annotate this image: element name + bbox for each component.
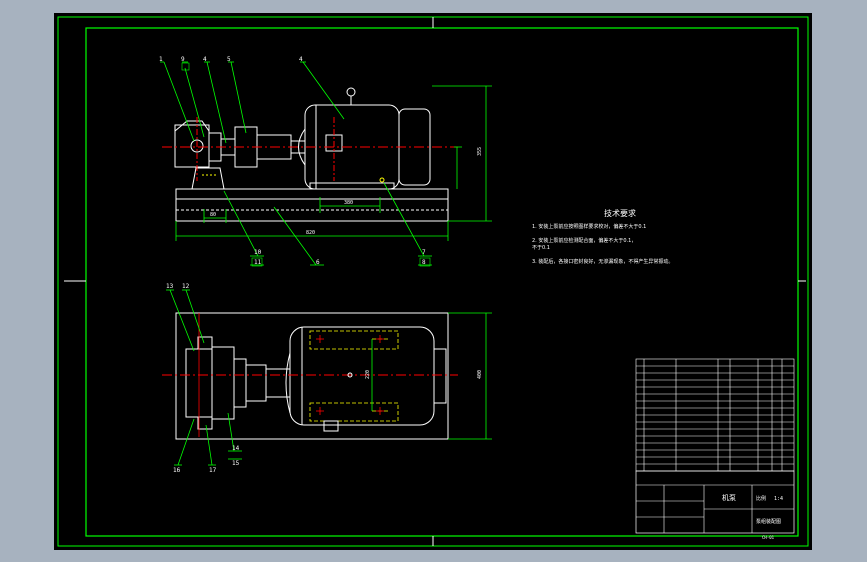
technical-requirements: 技术要求 1. 安装上泵前应按照图样要求校对，偏差不大于0.1 2. 安装上泵前…: [532, 208, 673, 265]
balloon-low-3: 6: [316, 259, 320, 266]
balloon-top-1: 1: [159, 56, 163, 63]
plan-view: 400 220 13 12 16 17 14 15: [162, 283, 492, 474]
title-sheet: 1:4: [774, 496, 783, 502]
tech-line-1: 1. 安装上泵前应按照图样要求校对，偏差不大于0.1: [532, 223, 646, 230]
tech-line-3: 不于0.1: [532, 245, 550, 251]
plan-dimensions: [371, 312, 492, 440]
centering-marks: [64, 17, 806, 546]
dim-bottom-mid: 380: [344, 200, 353, 206]
balloon-low-4: 7: [422, 249, 426, 256]
balloon-low-5: 8: [422, 259, 426, 266]
plan-base: [175, 312, 449, 440]
balloon-top-5: 4: [299, 56, 303, 63]
leaders-top: [160, 61, 345, 144]
title-sub: 比例: [756, 495, 766, 502]
balloon-low-1: 10: [254, 249, 262, 256]
pump-bracket: [191, 167, 225, 190]
tech-line-4: 3. 装配后，各接口密封良好，无渗漏现象，不得产生异常振动。: [532, 258, 673, 265]
balloon-plan-4: 17: [209, 467, 217, 474]
balloon-plan-3: 16: [173, 467, 181, 474]
drawing-sheet: 355 80 380 820 1 9 4 5 4 10 11 6 7: [54, 13, 812, 550]
leaders-bottom: [223, 182, 432, 266]
balloon-plan-6: 15: [232, 460, 240, 467]
bolt-marks: [198, 313, 384, 437]
balloon-top-3: 4: [203, 56, 207, 63]
dim-height-right: 355: [477, 147, 483, 156]
pump-body: [174, 124, 210, 168]
elevation-dimensions: [175, 85, 492, 241]
title-code: CH-01: [762, 535, 775, 540]
balloon-plan-5: 14: [232, 445, 240, 452]
plan-motor: [289, 326, 435, 426]
parts-list: [635, 358, 795, 472]
plan-leaders: [166, 289, 242, 466]
balloon-plan-1: 13: [166, 283, 174, 290]
balloon-top-4: 5: [227, 56, 231, 63]
plan-hidden-lines: [309, 330, 399, 422]
tech-title: 技术要求: [604, 208, 636, 218]
balloon-top-2: 9: [181, 56, 185, 63]
outer-border: [57, 16, 809, 547]
balloon-low-2: 11: [254, 259, 262, 266]
lifting-eye: [346, 87, 356, 97]
dim-bottom-left: 80: [210, 212, 216, 218]
dim-overall: 820: [306, 230, 315, 236]
title-main: 机泵: [722, 493, 736, 502]
cad-drawing: 355 80 380 820 1 9 4 5 4 10 11 6 7: [57, 16, 809, 547]
inner-border: [85, 27, 799, 537]
dim-plan-right: 400: [477, 370, 483, 379]
dim-plan-inner: 220: [365, 370, 371, 379]
title-drawing-name: 泵组装配图: [756, 518, 781, 525]
title-block: 机泵 比例 1:4 泵组装配图 CH-01: [635, 470, 795, 540]
tech-line-2: 2. 安装上泵前应检测配合面，偏差不大于0.1，: [532, 237, 636, 244]
balloon-plan-2: 12: [182, 283, 190, 290]
base-frame: [175, 188, 449, 222]
elevation-view: 355 80 380 820 1 9 4 5 4 10 11 6 7: [159, 56, 492, 267]
